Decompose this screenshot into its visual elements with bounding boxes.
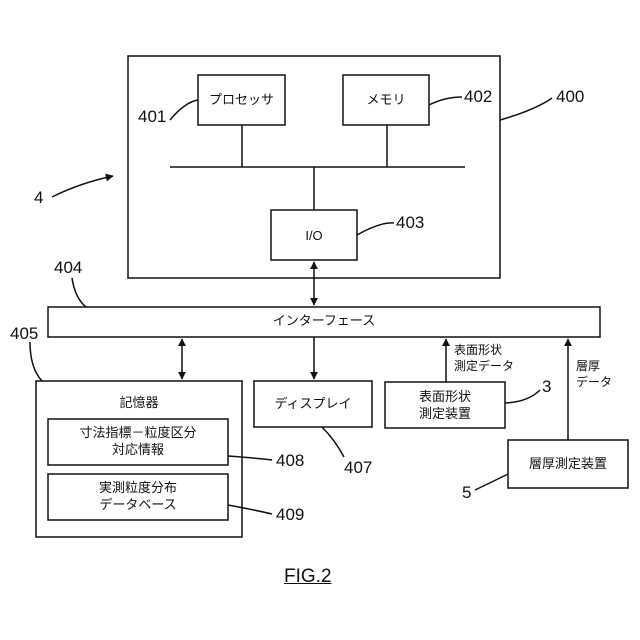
ref-405: 405 bbox=[10, 325, 38, 343]
table408-label: 寸法指標－粒度区分 対応情報 bbox=[48, 425, 228, 459]
leader-405 bbox=[30, 342, 42, 381]
thickness-data-label: 層厚 データ bbox=[576, 358, 612, 390]
ref-404: 404 bbox=[54, 259, 82, 277]
ref-400: 400 bbox=[556, 88, 584, 106]
io-label: I/O bbox=[271, 227, 357, 244]
ref-5: 5 bbox=[462, 484, 471, 502]
memory-label: メモリ bbox=[343, 92, 429, 109]
ref-401: 401 bbox=[138, 108, 166, 126]
leader-408 bbox=[228, 456, 272, 460]
ref-408: 408 bbox=[276, 452, 304, 470]
display-label: ディスプレイ bbox=[254, 396, 372, 413]
leader-404 bbox=[72, 278, 86, 307]
leader-409 bbox=[228, 505, 272, 514]
ref-4: 4 bbox=[34, 189, 43, 207]
leader-401 bbox=[170, 100, 198, 120]
leader-3 bbox=[505, 390, 540, 403]
dist409-label: 実測粒度分布 データベース bbox=[48, 480, 228, 514]
leader-402 bbox=[429, 97, 462, 105]
ref-3: 3 bbox=[542, 378, 551, 396]
thickness-device-label: 層厚測定装置 bbox=[508, 456, 628, 473]
leader-5 bbox=[475, 474, 508, 490]
ref-409: 409 bbox=[276, 506, 304, 524]
surface-device-label: 表面形状 測定装置 bbox=[385, 389, 505, 423]
ref-403: 403 bbox=[396, 214, 424, 232]
processor-label: プロセッサ bbox=[198, 92, 285, 109]
ref-407: 407 bbox=[344, 459, 372, 477]
leader-400 bbox=[500, 98, 552, 120]
interface-label: インターフェース bbox=[48, 313, 600, 330]
surface-data-label: 表面形状 測定データ bbox=[454, 342, 514, 374]
leader-4 bbox=[52, 176, 113, 197]
ref-402: 402 bbox=[464, 88, 492, 106]
storage-label: 記憶器 bbox=[36, 395, 242, 412]
leader-403 bbox=[357, 223, 394, 235]
figure-caption: FIG.2 bbox=[284, 566, 332, 588]
leader-407 bbox=[322, 427, 344, 457]
